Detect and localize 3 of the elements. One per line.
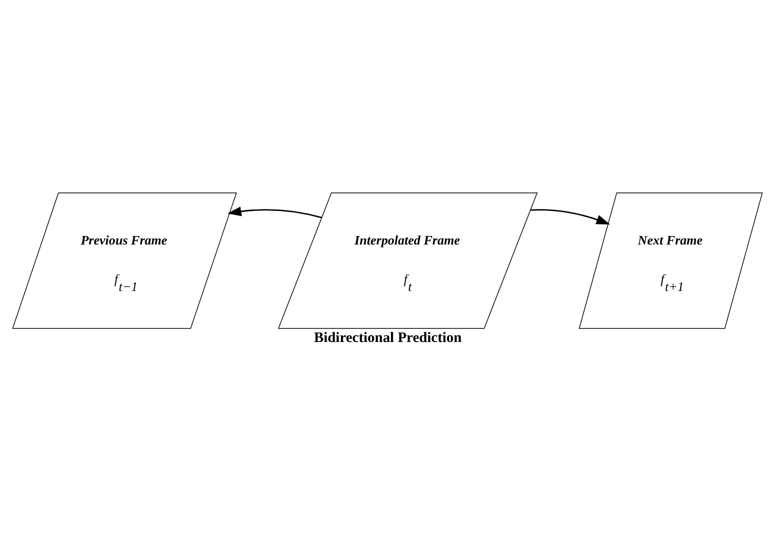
arrow	[530, 209, 610, 224]
arrow	[228, 206, 322, 218]
caption: Bidirectional Prediction	[314, 330, 462, 346]
